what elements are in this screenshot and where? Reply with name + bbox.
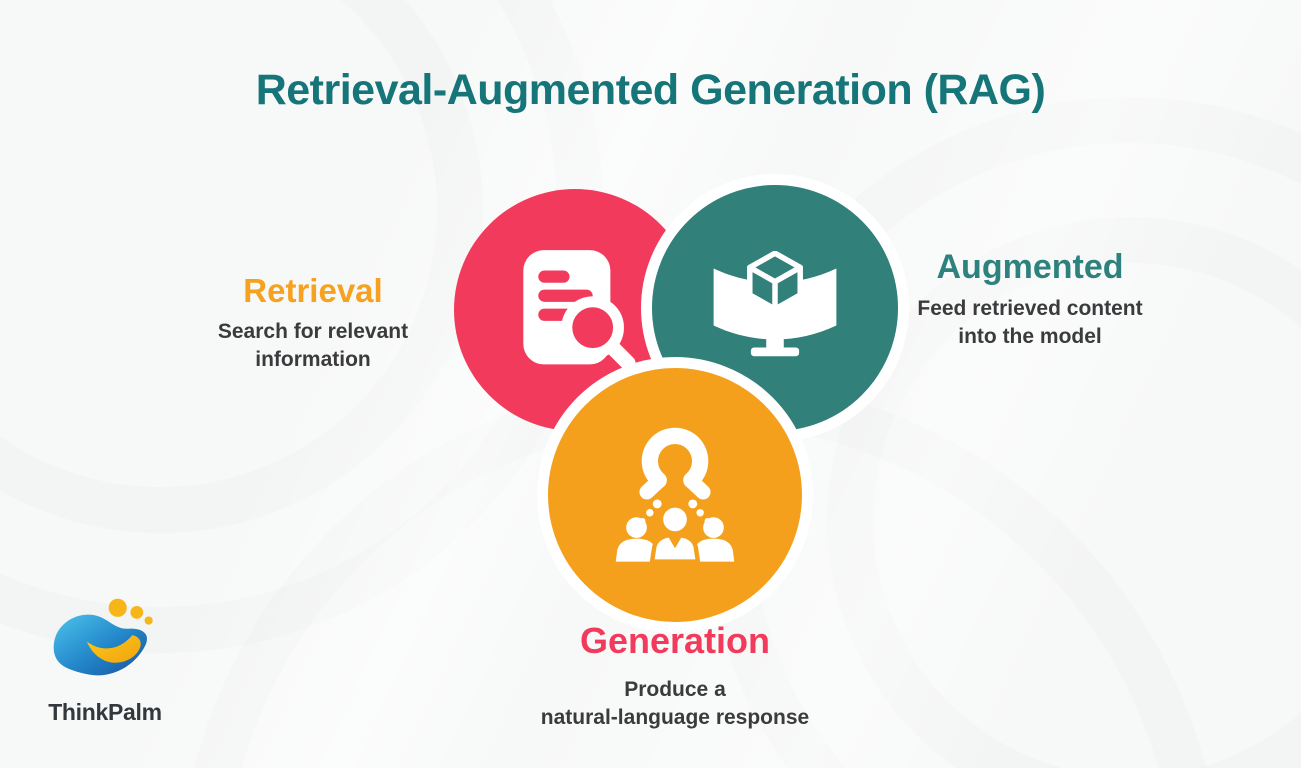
augmented-desc-line1: Feed retrieved content bbox=[917, 297, 1143, 320]
generation-desc-line2: natural-language response bbox=[540, 706, 810, 729]
augmented-desc-line2: into the model bbox=[958, 325, 1102, 348]
augmented-description: Feed retrieved content into the model bbox=[882, 295, 1178, 351]
retrieval-description: Search for relevant information bbox=[168, 318, 458, 374]
generation-label-block: Generation Produce a natural-language re… bbox=[510, 620, 840, 732]
retrieval-desc-line1: Search for relevant bbox=[217, 320, 409, 343]
retrieval-label-block: Retrieval Search for relevant informatio… bbox=[168, 272, 458, 374]
generation-description: Produce a natural-language response bbox=[510, 676, 840, 732]
hologram-book-icon bbox=[713, 251, 837, 357]
magnet-audience-icon bbox=[615, 427, 735, 564]
augmented-label-block: Augmented Feed retrieved content into th… bbox=[882, 248, 1178, 351]
thinkpalm-logo-icon bbox=[53, 598, 153, 676]
generation-label: Generation bbox=[579, 620, 771, 661]
generation-desc-line1: Produce a bbox=[624, 678, 726, 701]
retrieval-label: Retrieval bbox=[243, 272, 383, 309]
brand-block: ThinkPalm bbox=[36, 596, 174, 726]
retrieval-desc-line2: information bbox=[255, 348, 371, 371]
document-search-icon bbox=[523, 250, 636, 371]
page-title: Retrieval-Augmented Generation (RAG) bbox=[255, 66, 1046, 114]
generation-circle bbox=[537, 357, 813, 633]
brand-name: ThinkPalm bbox=[48, 699, 162, 725]
augmented-label: Augmented bbox=[936, 248, 1124, 286]
